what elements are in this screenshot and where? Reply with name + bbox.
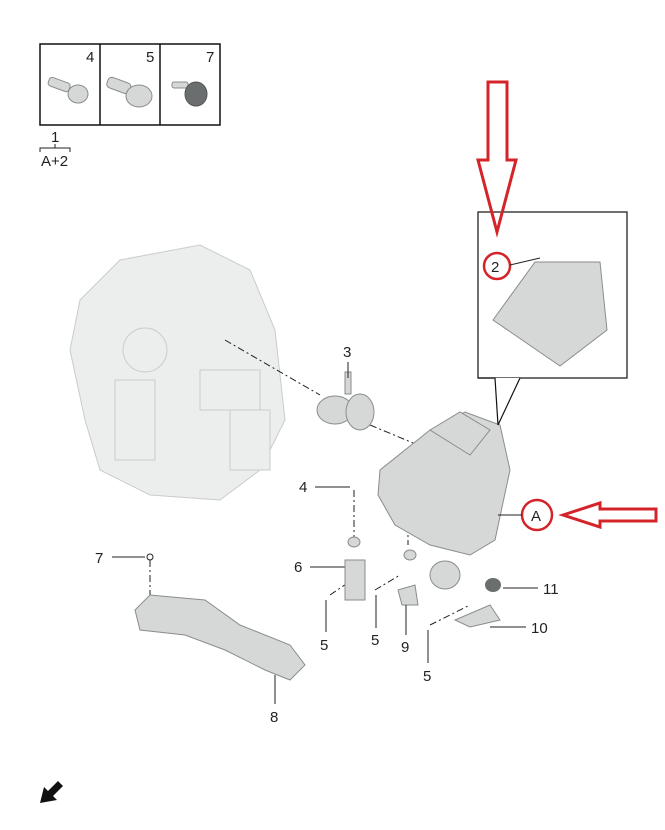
callout-2: 2 — [491, 259, 499, 276]
callout-5a: 5 — [320, 637, 328, 654]
assembly-note: A+2 — [41, 153, 68, 170]
callout-4: 4 — [299, 479, 307, 496]
direction-arrow-icon — [40, 781, 63, 803]
callout-8: 8 — [270, 709, 278, 726]
assembly-number: 1 — [51, 129, 59, 146]
callout-9: 9 — [401, 639, 409, 656]
intake-sleeve — [316, 371, 375, 431]
callout-10: 10 — [531, 620, 548, 637]
bolt-icon — [47, 76, 89, 104]
red-arrow-down-icon — [476, 80, 518, 238]
grommet-icon — [171, 81, 208, 107]
callout-3: 3 — [343, 344, 351, 361]
red-arrow-left-icon — [558, 500, 658, 530]
engine-block — [69, 244, 286, 501]
intake-duct — [134, 594, 306, 681]
callout-6: 6 — [294, 559, 302, 576]
filter-detail-box — [477, 211, 628, 426]
callout-11: 11 — [543, 581, 559, 598]
bolt-icon — [106, 76, 153, 108]
legend-number-5: 5 — [146, 49, 154, 66]
fastener-legend-box: 4 5 7 1 A+2 — [39, 43, 221, 170]
callout-a: A — [531, 508, 541, 525]
air-filter-housing — [377, 411, 511, 590]
legend-number-7: 7 — [206, 49, 214, 66]
callout-5b: 5 — [371, 632, 379, 649]
highlight-circle — [482, 251, 512, 281]
callout-7: 7 — [95, 550, 103, 567]
legend-number-4: 4 — [86, 49, 94, 66]
callout-5c: 5 — [423, 668, 431, 685]
